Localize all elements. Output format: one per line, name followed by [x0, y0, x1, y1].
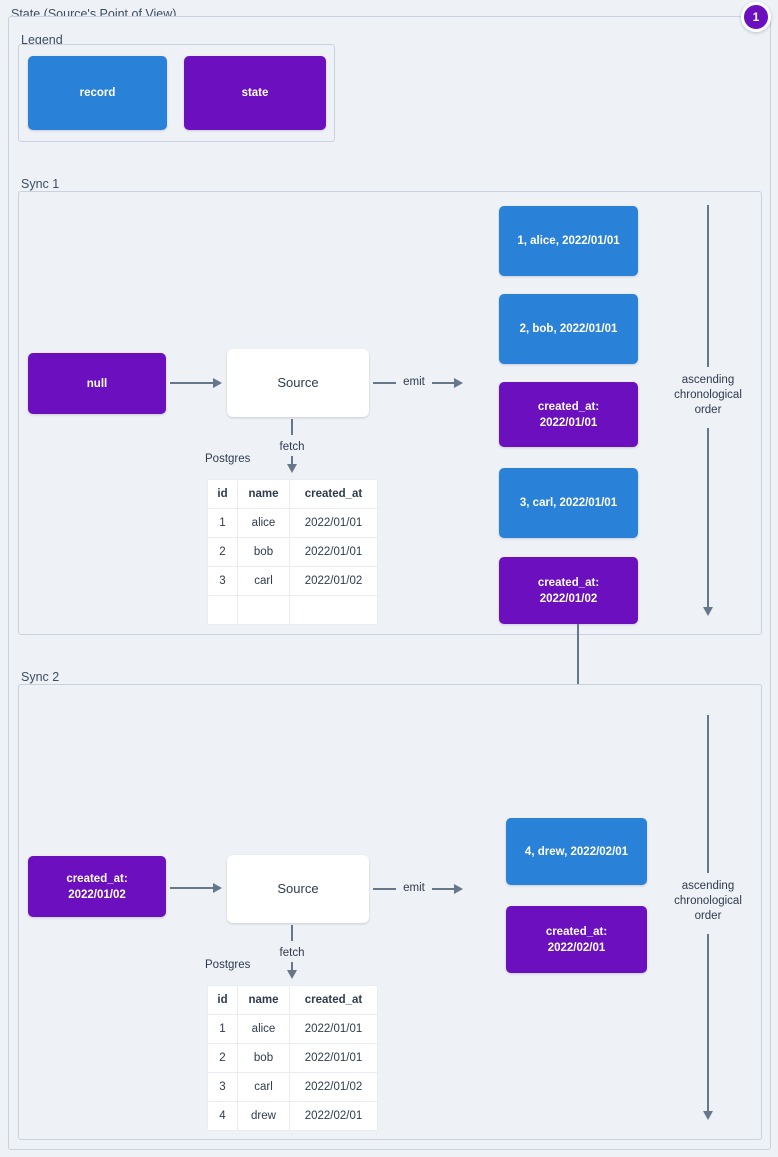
- cell: bob: [237, 1043, 290, 1073]
- cell: 3: [207, 1072, 238, 1102]
- cell: [207, 595, 238, 625]
- sync1-emit-line-left: [373, 382, 396, 384]
- table-row: 1 alice 2022/01/01: [207, 1014, 378, 1044]
- cell: 2022/01/01: [289, 508, 378, 538]
- sync1-order-label: ascending chronological order: [674, 374, 742, 416]
- sync1-emit-arrowhead: [454, 378, 463, 388]
- sync1-table: id name created_at 1 alice 2022/01/01 2 …: [207, 479, 378, 625]
- sync1-input-state: null: [28, 353, 166, 414]
- sync2-col-date: created_at: [289, 985, 378, 1015]
- cell: 3: [207, 566, 238, 596]
- cell: 1: [207, 508, 238, 538]
- sync1-fetch-label: fetch: [279, 441, 305, 453]
- sync1-col-name: name: [237, 479, 290, 509]
- sync2-db-label: Postgres: [205, 959, 251, 971]
- cell: 2022/01/01: [289, 537, 378, 567]
- cell: [237, 595, 290, 625]
- table-row: 1 alice 2022/01/01: [207, 508, 378, 538]
- cell: 4: [207, 1101, 238, 1131]
- cell: alice: [237, 508, 290, 538]
- table-header-row: id name created_at: [207, 479, 378, 509]
- cell: 2: [207, 1043, 238, 1073]
- sync1-emitted-record-2: 2, bob, 2022/01/01: [499, 294, 638, 364]
- sync1-fetch-line: [291, 419, 293, 435]
- sync1-col-id: id: [207, 479, 238, 509]
- sync2-order-label: ascending chronological order: [674, 880, 742, 922]
- sync1-order-arrowhead: [703, 607, 713, 616]
- sync1-col-date: created_at: [289, 479, 378, 509]
- cell: 2022/02/01: [289, 1101, 378, 1131]
- cell: [289, 595, 378, 625]
- table-row: 3 carl 2022/01/02: [207, 566, 378, 596]
- legend-swatch-record: record: [28, 56, 167, 130]
- sync1-emit-label: emit: [403, 376, 425, 388]
- sync2-fetch-line: [291, 925, 293, 941]
- sync1-emitted-record-3: 3, carl, 2022/01/01: [499, 468, 638, 538]
- sync2-fetch-arrowhead: [287, 970, 297, 979]
- sync2-fetch-label: fetch: [279, 947, 305, 959]
- cell: 2022/01/02: [289, 1072, 378, 1102]
- legend-swatch-state: state: [184, 56, 326, 130]
- sync2-fetch-line-2: [291, 962, 293, 972]
- cell: 1: [207, 1014, 238, 1044]
- sync1-fetch-arrowhead: [287, 464, 297, 473]
- table-header-row: id name created_at: [207, 985, 378, 1015]
- sync1-order-axis-bottom: [707, 428, 709, 608]
- handoff-line-down-from-state: [577, 624, 579, 734]
- cell: carl: [237, 1072, 290, 1102]
- cell: bob: [237, 537, 290, 567]
- table-row: 3 carl 2022/01/02: [207, 1072, 378, 1102]
- cell: 2022/01/02: [289, 566, 378, 596]
- sync2-table: id name created_at 1 alice 2022/01/01 2 …: [207, 985, 378, 1131]
- legend-title: Legend: [18, 33, 67, 47]
- sync1-arrow-state-to-source: [170, 382, 215, 384]
- cell: 2: [207, 537, 238, 567]
- sync2-emit-line-left: [373, 888, 396, 890]
- sync2-emit-line-right: [432, 888, 456, 890]
- sync1-emitted-state-1: created_at: 2022/01/01: [499, 382, 638, 447]
- sync2-source-box: Source: [227, 855, 369, 923]
- cell: alice: [237, 1014, 290, 1044]
- sync2-col-id: id: [207, 985, 238, 1015]
- sync2-col-name: name: [237, 985, 290, 1015]
- table-row: 2 bob 2022/01/01: [207, 1043, 378, 1073]
- sync2-emit-arrowhead: [454, 884, 463, 894]
- sync1-source-box: Source: [227, 349, 369, 417]
- sync1-title: Sync 1: [18, 177, 64, 191]
- sync2-input-state: created_at: 2022/01/02: [28, 856, 166, 917]
- cell: 2022/01/01: [289, 1043, 378, 1073]
- table-row: 4 drew 2022/02/01: [207, 1101, 378, 1131]
- sync2-arrowhead-state-to-source: [213, 883, 222, 893]
- sync2-title: Sync 2: [18, 670, 64, 684]
- sync2-emitted-record-1: 4, drew, 2022/02/01: [506, 818, 647, 885]
- sync2-emitted-state-1: created_at: 2022/02/01: [506, 906, 647, 973]
- sync2-order-axis-top: [707, 715, 709, 873]
- sync1-emitted-record-1: 1, alice, 2022/01/01: [499, 206, 638, 276]
- sync2-order-arrowhead: [703, 1111, 713, 1120]
- sync2-order-axis-bottom: [707, 934, 709, 1112]
- sync2-arrow-state-to-source: [170, 887, 215, 889]
- step-badge: 1: [741, 2, 771, 32]
- sync1-fetch-line-2: [291, 456, 293, 466]
- cell: 2022/01/01: [289, 1014, 378, 1044]
- sync1-arrowhead-state-to-source: [213, 378, 222, 388]
- sync1-order-axis-top: [707, 205, 709, 367]
- table-row: 2 bob 2022/01/01: [207, 537, 378, 567]
- table-row-empty: [207, 595, 378, 625]
- sync1-emitted-state-2: created_at: 2022/01/02: [499, 557, 638, 624]
- sync2-emit-label: emit: [403, 882, 425, 894]
- sync1-emit-line-right: [432, 382, 456, 384]
- cell: drew: [237, 1101, 290, 1131]
- sync1-db-label: Postgres: [205, 453, 251, 465]
- cell: carl: [237, 566, 290, 596]
